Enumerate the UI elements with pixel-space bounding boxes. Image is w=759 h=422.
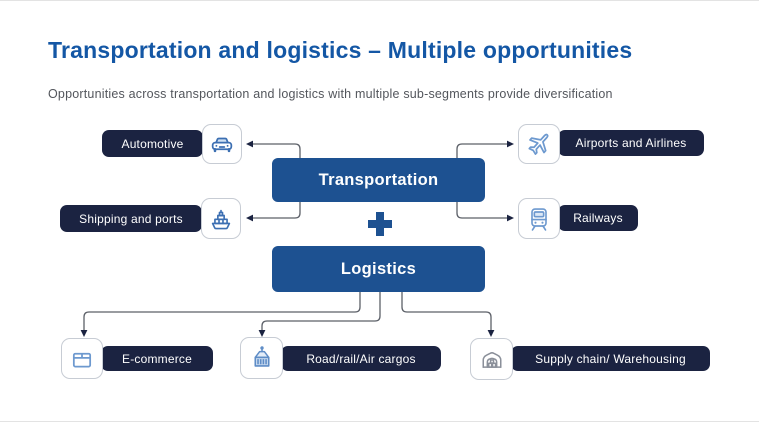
logistics-node: Logistics xyxy=(272,246,485,292)
airports-airlines-node: Airports and Airlines xyxy=(558,130,704,156)
shipping-iconbox xyxy=(201,198,241,239)
car-icon xyxy=(208,130,236,158)
airplane-icon xyxy=(524,129,554,159)
transportation-node: Transportation xyxy=(272,158,485,202)
road-rail-air-cargos-node: Road/rail/Air cargos xyxy=(281,346,441,371)
automotive-iconbox xyxy=(202,124,242,164)
ecommerce-node: E-commerce xyxy=(101,346,213,371)
shipping-ports-node: Shipping and ports xyxy=(60,205,202,232)
cargo-container-icon xyxy=(248,344,276,372)
supply-chain-warehousing-node: Supply chain/ Warehousing xyxy=(511,346,710,371)
automotive-node: Automotive xyxy=(102,130,203,157)
arrowheads xyxy=(80,140,514,337)
ecommerce-iconbox xyxy=(61,338,103,379)
warehousing-iconbox xyxy=(470,338,513,380)
train-icon xyxy=(525,205,553,233)
ship-icon xyxy=(207,205,235,233)
package-icon xyxy=(68,345,96,373)
plus-icon xyxy=(366,210,394,238)
cargos-iconbox xyxy=(240,337,283,379)
page-subtitle: Opportunities across transportation and … xyxy=(48,87,613,101)
railways-iconbox xyxy=(518,198,560,239)
railways-node: Railways xyxy=(558,205,638,231)
page-title: Transportation and logistics – Multiple … xyxy=(48,37,633,63)
warehouse-icon xyxy=(478,345,506,373)
airports-iconbox xyxy=(518,124,560,164)
